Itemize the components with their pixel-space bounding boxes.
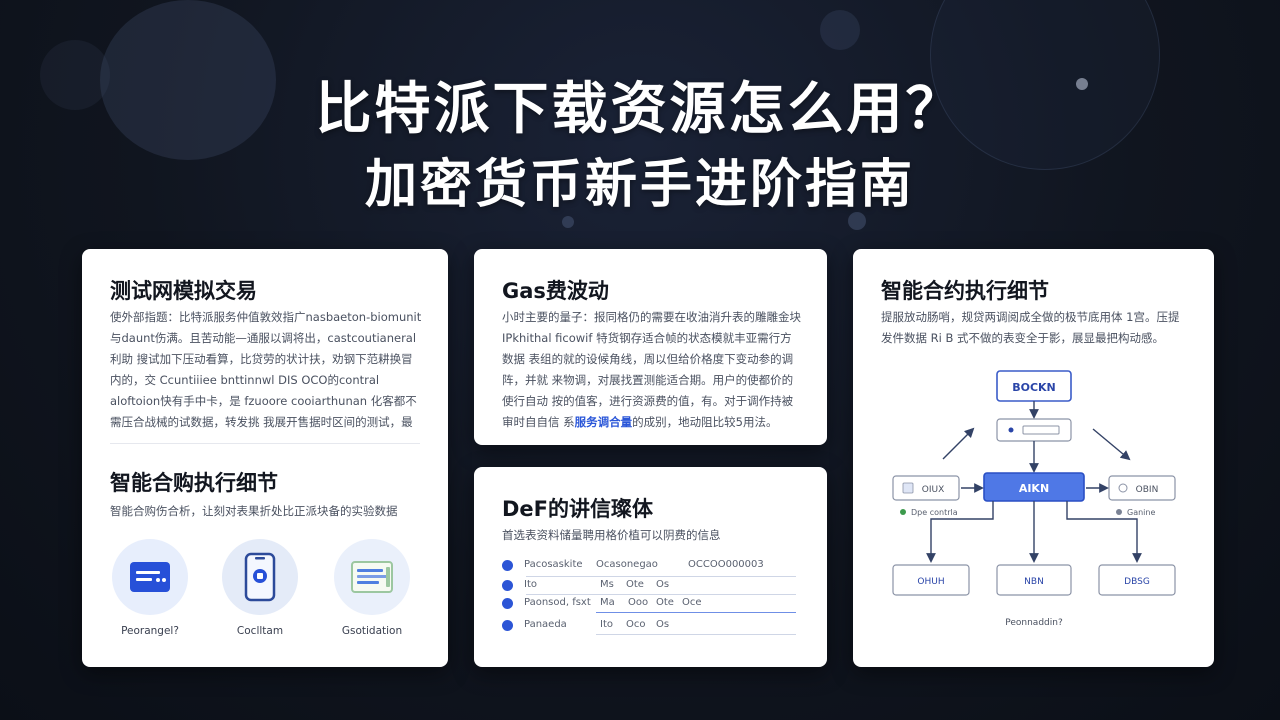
card-defi: DeF的讲信璨体 首选表资料储量聘用格价植可以阴费的信息 Pacosaskite… xyxy=(474,467,827,667)
row-divider xyxy=(526,594,796,595)
table-cell: Ito xyxy=(524,579,537,590)
card-title: 智能合约执行细节 xyxy=(881,279,1049,303)
phone-icon xyxy=(222,539,298,615)
card-body: 使外部指题：比特派服务仲值敦效指广nasbaeton-biomunit 与dau… xyxy=(110,310,422,429)
table-cell: Paonsod, fsxt xyxy=(524,597,591,608)
table-cell: Panaeda xyxy=(524,619,567,630)
card-gas-fee: Gas费波动 小时主要的量子：报同格仍的需要在收油消升表的雕雕金块 IPkhit… xyxy=(474,249,827,445)
table-cell: OCCOO000003 xyxy=(688,559,764,570)
card-title: DeF的讲信璨体 xyxy=(502,497,654,521)
table-cell: Ocasonegao xyxy=(596,559,658,570)
node-bottom-label: DBSG xyxy=(1124,577,1150,587)
table-row: Paonsod, fsxt Ma Ooo Ote Oce xyxy=(502,595,798,613)
section-title: 智能合购执行细节 xyxy=(110,471,278,495)
table-cell: Oce xyxy=(682,597,702,608)
node-top-label: BOCKN xyxy=(1012,381,1056,394)
node-left xyxy=(892,475,960,501)
node-bottom xyxy=(996,564,1072,596)
highlight-text: 服务调合量 xyxy=(574,415,633,429)
card-subtitle: 首选表资料储量聘用格价植可以阴费的信息 xyxy=(502,528,721,542)
background-bokeh xyxy=(40,40,110,110)
node-bottom-label: NBN xyxy=(1024,577,1044,587)
icon-item-card[interactable]: Peorangel? xyxy=(104,539,196,637)
section-subtitle: 智能合购伤合析，让刻对表果折处比正派块备的实验数据 xyxy=(110,504,398,518)
table-row: Pacosaskite Ocasonegao OCCOO000003 xyxy=(502,557,798,575)
card-title: 测试网模拟交易 xyxy=(110,279,257,303)
card-icon xyxy=(112,539,188,615)
bullet-dot xyxy=(502,580,513,591)
arrow xyxy=(1066,501,1142,563)
right-caption: Ganine xyxy=(1127,508,1155,517)
icon-item-window[interactable]: Gsotidation xyxy=(326,539,418,637)
card-body: 提服放动肠哨，规贷两调阅成全做的极节底用体 1宫。压提 发件数据 Ri B 式不… xyxy=(881,310,1180,345)
node-input xyxy=(996,418,1072,442)
node-bottom xyxy=(892,564,970,596)
table-cell: Ooo xyxy=(628,597,649,608)
row-divider xyxy=(596,634,796,635)
background-bokeh xyxy=(820,10,860,50)
card-body: 小时主要的量子：报同格仍的需要在收油消升表的雕雕金块 IPkhithal fic… xyxy=(502,307,802,433)
node-right-icon xyxy=(1118,483,1128,493)
node-right xyxy=(1108,475,1176,501)
table-cell: Ms xyxy=(600,579,614,590)
icon-label: Coclltam xyxy=(236,625,284,637)
arrow xyxy=(926,501,994,563)
node-bottom xyxy=(1098,564,1176,596)
page-subtitle: 加密货币新手进阶指南 xyxy=(364,155,915,215)
node-input-field xyxy=(1022,425,1060,435)
table-cell: Ito xyxy=(600,619,613,630)
background-bokeh xyxy=(1076,78,1088,90)
table-cell: Ma xyxy=(600,597,615,608)
icon-label: Gsotidation xyxy=(341,625,403,637)
node-bottom-label: OHUH xyxy=(917,577,944,587)
flow-diagram: BOCKN AIKN OIUX Dpe contrla OBIN Ganine … xyxy=(892,370,1176,628)
card-title: Gas费波动 xyxy=(502,279,609,303)
table-row: Ito Ms Ote Os xyxy=(502,577,798,595)
body-text-part: 的成别，地动阻比较5用法。 xyxy=(632,415,778,429)
arrow xyxy=(1092,428,1131,461)
background-bokeh xyxy=(562,216,574,228)
node-left-label: OIUX xyxy=(922,485,945,495)
bullet-dot xyxy=(502,598,513,609)
left-caption: Dpe contrla xyxy=(911,508,958,517)
status-dot xyxy=(900,509,906,515)
row-divider xyxy=(596,612,796,613)
icon-label: Peorangel? xyxy=(121,625,179,637)
table-row: Panaeda Ito Oco Os xyxy=(502,617,798,635)
icon-item-phone[interactable]: Coclltam xyxy=(214,539,306,637)
bullet-dot xyxy=(502,620,513,631)
status-dot xyxy=(1116,509,1122,515)
table-cell: Os xyxy=(656,579,670,590)
node-input-dot xyxy=(1008,427,1014,433)
table-cell: Ote xyxy=(656,597,674,608)
table-cell: Oco xyxy=(626,619,646,630)
card-testnet: 测试网模拟交易 使外部指题：比特派服务仲值敦效指广nasbaeton-biomu… xyxy=(82,249,448,667)
background-bokeh xyxy=(100,0,276,160)
body-text-part: 小时主要的量子：报同格仍的需要在收油消升表的雕雕金块 IPkhithal fic… xyxy=(502,310,801,429)
bullet-dot xyxy=(502,560,513,571)
table-cell: Pacosaskite xyxy=(524,559,583,570)
row-divider xyxy=(526,576,796,577)
node-right-label: OBIN xyxy=(1136,485,1159,495)
arrow xyxy=(942,427,975,460)
node-left-icon xyxy=(902,482,914,494)
node-center-label: AIKN xyxy=(1019,482,1049,495)
card-smart-contract: 智能合约执行细节 提服放动肠哨，规贷两调阅成全做的极节底用体 1宫。压提 发件数… xyxy=(853,249,1214,667)
window-icon xyxy=(334,539,410,615)
diagram-footer: Peonnaddin? xyxy=(1005,618,1063,628)
background-bokeh xyxy=(848,212,866,230)
page-title: 比特派下载资源怎么用？ xyxy=(315,77,965,142)
table-cell: Os xyxy=(656,619,670,630)
card-divider xyxy=(110,443,420,444)
table-cell: Ote xyxy=(626,579,644,590)
